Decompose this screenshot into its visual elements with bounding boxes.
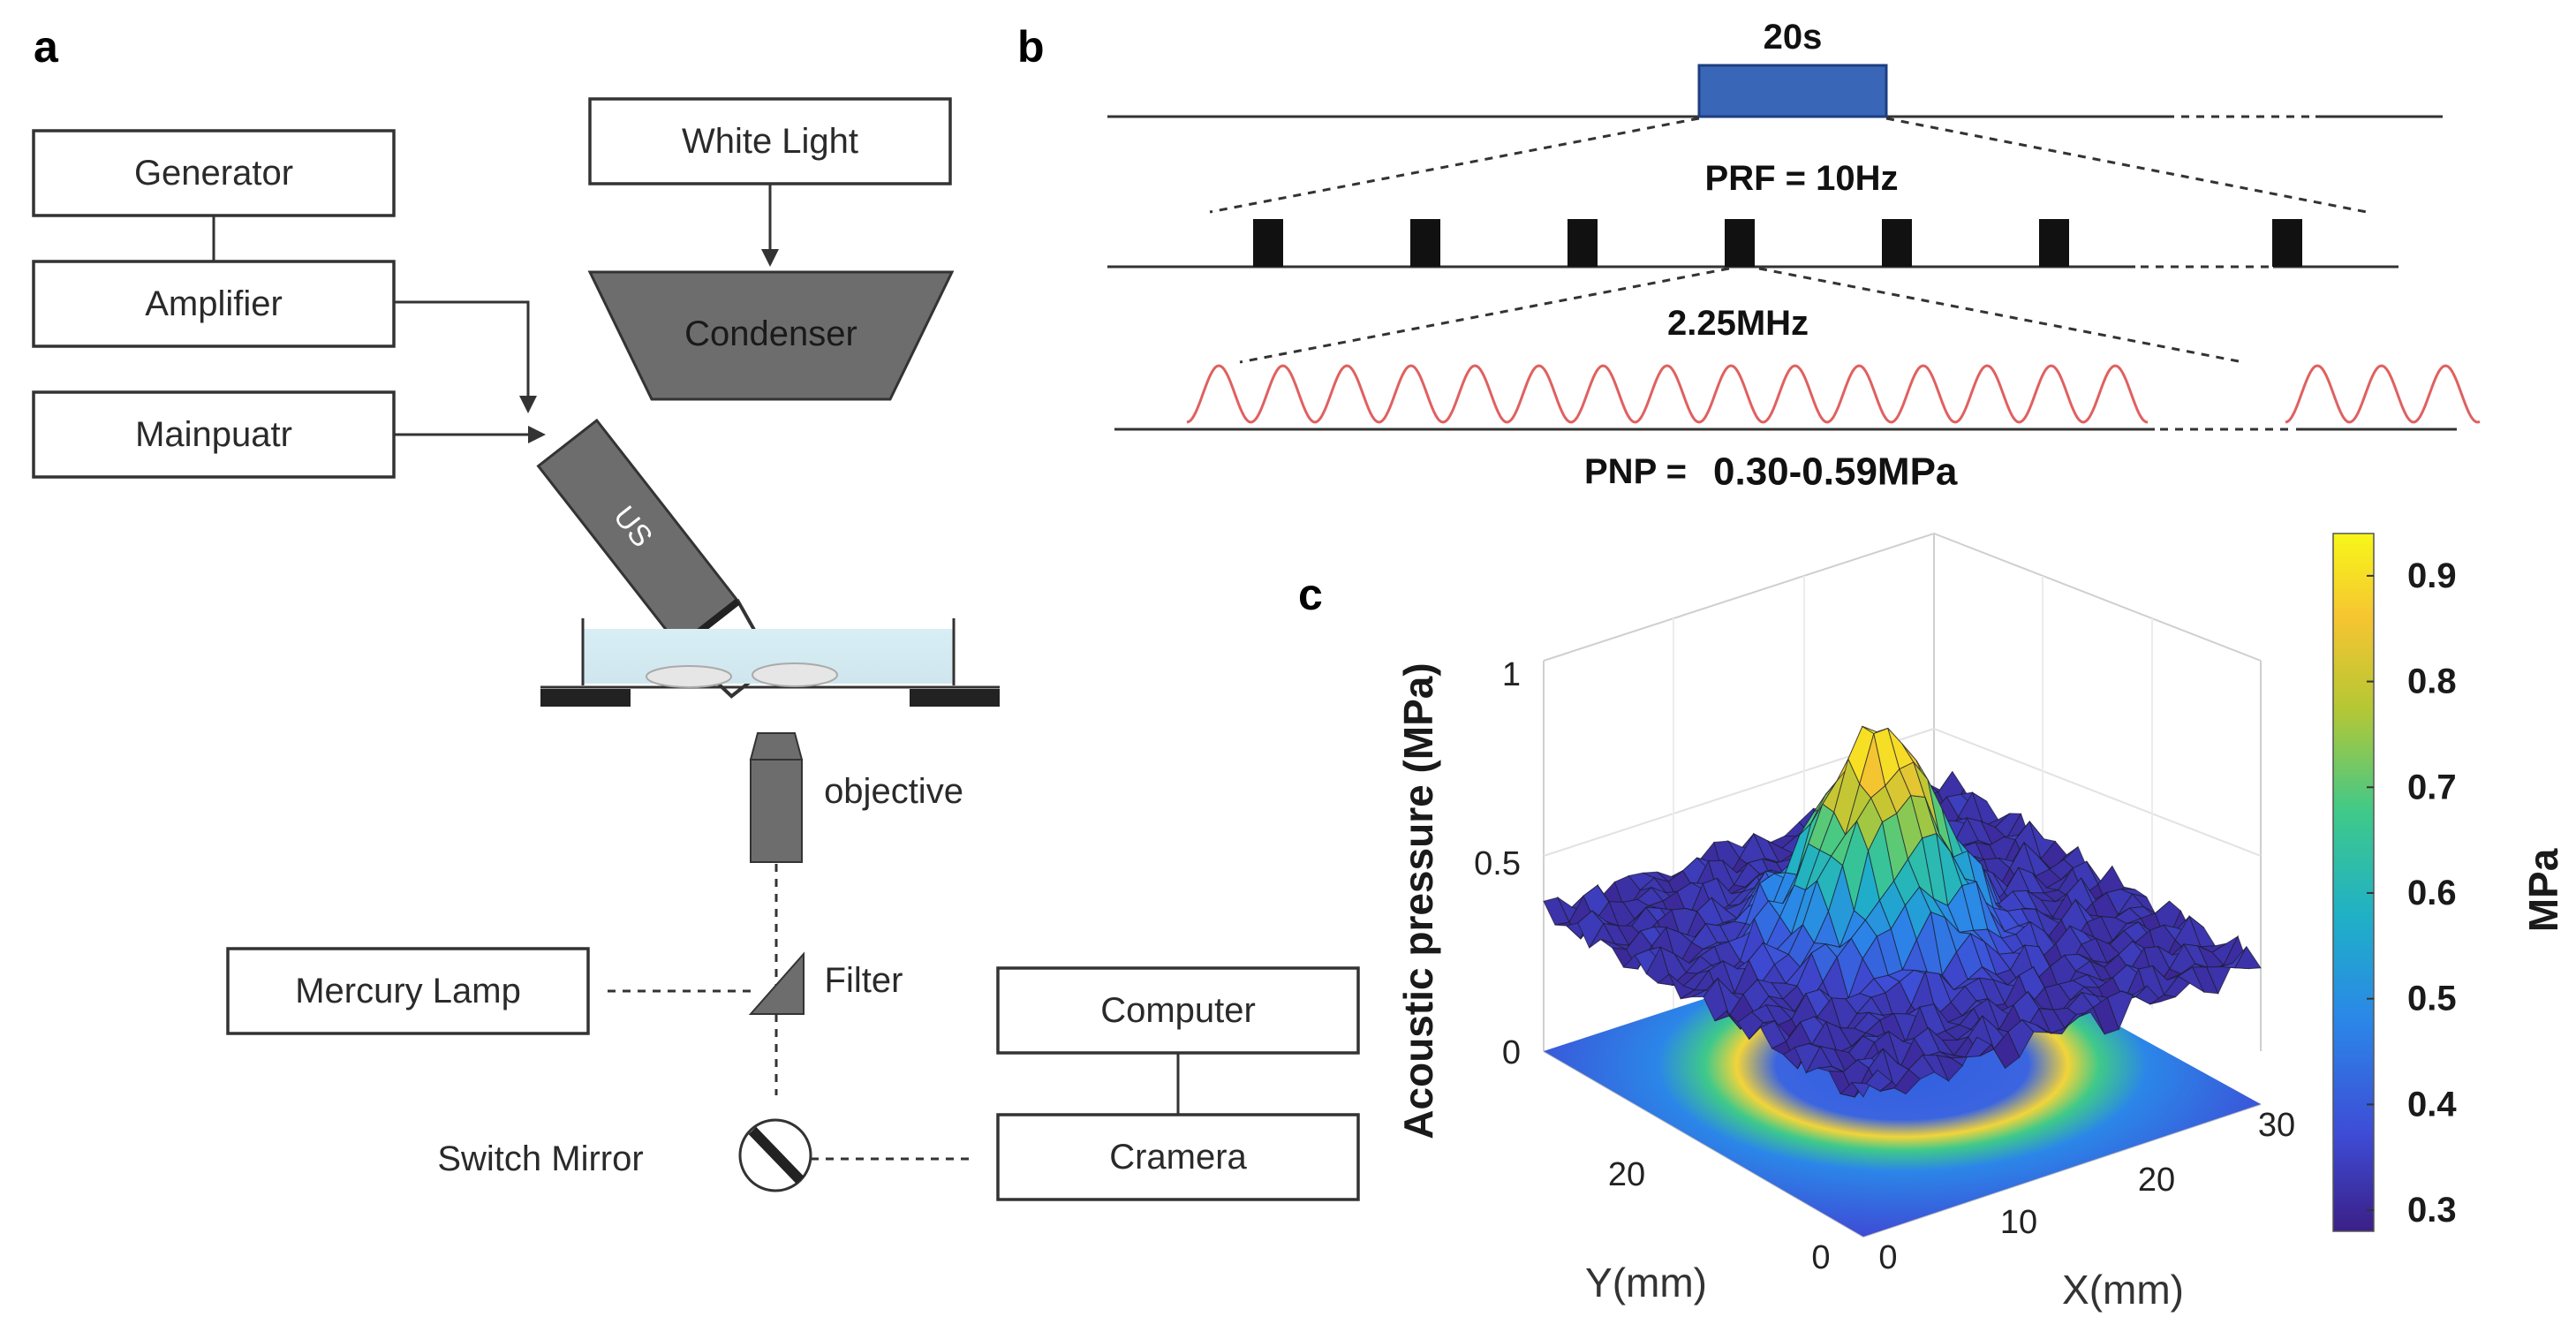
zoom-line-right <box>1885 117 2368 214</box>
y-axis-label: Y(mm) <box>1585 1260 1707 1306</box>
colorbar-tick-label: 0.9 <box>2407 556 2457 595</box>
x-tick-30: 30 <box>2258 1107 2295 1144</box>
amplifier-arrowhead <box>519 396 537 413</box>
pulse-block <box>2039 219 2069 267</box>
colorbar-tick-label: 0.6 <box>2407 874 2457 912</box>
pnp-prefix: PNP = <box>1584 452 1687 491</box>
pressure-surface <box>1543 725 2262 1099</box>
computer-label: Computer <box>1100 991 1256 1030</box>
colorbar-tick-label: 0.8 <box>2407 662 2457 701</box>
manipulator-arrowhead <box>528 426 546 443</box>
duration-label: 20s <box>1764 18 1823 57</box>
y-tick-0: 0 <box>1811 1239 1830 1276</box>
panel-b-label: b <box>1017 22 1045 72</box>
z-tick-0: 0 <box>1502 1034 1521 1071</box>
amplifier-probe-connector <box>394 300 530 399</box>
generator-label: Generator <box>134 154 293 193</box>
white-light-arrowhead <box>761 249 779 267</box>
x-axis-label: X(mm) <box>2062 1267 2184 1313</box>
cell-icon <box>752 662 838 687</box>
culture-dish <box>540 618 1000 707</box>
pnp-value: 0.30-0.59MPa <box>1713 450 1958 494</box>
zoom-line2-left <box>1239 267 1730 364</box>
panel-a-label: a <box>34 22 59 72</box>
x-tick-20: 20 <box>2138 1162 2175 1199</box>
switch-mirror-icon <box>738 1118 812 1192</box>
generator-box: Generator <box>32 129 396 217</box>
surface-cell <box>2234 945 2262 970</box>
filter-label: Filter <box>825 961 903 1000</box>
mercury-lamp-label: Mercury Lamp <box>295 972 521 1010</box>
pulse-block <box>1725 219 1755 267</box>
amplifier-label: Amplifier <box>145 284 283 323</box>
colorbar-tick-label: 0.7 <box>2407 768 2457 806</box>
z-tick-0.5: 0.5 <box>1474 845 1521 882</box>
panel-c-label: c <box>1298 570 1323 619</box>
computer-box: Computer <box>996 966 1360 1055</box>
pulse-block <box>1568 219 1598 267</box>
condenser-label: Condenser <box>684 314 857 353</box>
camera-box: Cramera <box>996 1113 1360 1201</box>
frequency-label: 2.25MHz <box>1667 304 1809 343</box>
white-light-label: White Light <box>682 122 858 161</box>
condenser-shape: Condenser <box>587 270 955 401</box>
colorbar-label: MPa <box>2520 848 2566 932</box>
panel-c: c 1 0.5 0 Acoustic pressure (MPa) 20 <box>1298 532 2566 1313</box>
mercury-lamp-box: Mercury Lamp <box>226 947 590 1035</box>
manipulator-label: Mainpuatr <box>135 415 292 454</box>
manipulator-box: Mainpuatr <box>32 390 396 479</box>
colorbar <box>2332 533 2375 1232</box>
cell-icon <box>646 665 732 688</box>
sine-wave <box>1186 364 2149 424</box>
pulse-block <box>1253 219 1283 267</box>
pulse-block <box>2272 219 2302 267</box>
panel-b: b 20s PRF = 10Hz 2.25MHz PNP = 0.30-0.59… <box>1017 18 2481 494</box>
colorbar-tick-label: 0.3 <box>2407 1191 2457 1230</box>
camera-label: Cramera <box>1109 1138 1247 1177</box>
y-tick-20: 20 <box>1608 1156 1645 1193</box>
z-axis-label: Acoustic pressure (MPa) <box>1395 662 1441 1139</box>
colorbar-tick-label: 0.5 <box>2407 980 2457 1018</box>
zoom-line-left <box>1209 117 1700 214</box>
sonication-block <box>1697 64 1888 118</box>
colorbar-ticks: 0.3 0.4 0.5 0.6 0.7 0.8 0.9 <box>2367 556 2457 1230</box>
panel-a: a Generator Amplifier Mainpuatr White Li… <box>32 22 1360 1201</box>
objective-lens: objective <box>749 732 963 863</box>
colorbar-tick-label: 0.4 <box>2407 1085 2457 1124</box>
z-tick-1: 1 <box>1502 656 1521 693</box>
switch-mirror-label: Switch Mirror <box>437 1139 643 1178</box>
white-light-box: White Light <box>588 97 952 185</box>
filter-icon <box>748 951 805 1015</box>
pulse-train <box>1253 219 2302 267</box>
x-tick-0: 0 <box>1878 1239 1897 1276</box>
sine-wave-tail <box>2285 364 2481 424</box>
prf-label: PRF = 10Hz <box>1705 159 1899 198</box>
pulse-block <box>1410 219 1440 267</box>
pulse-block <box>1882 219 1912 267</box>
zoom-line2-right <box>1758 267 2244 364</box>
x-tick-10: 10 <box>2000 1204 2037 1241</box>
amplifier-box: Amplifier <box>32 260 396 348</box>
objective-label: objective <box>824 772 963 811</box>
